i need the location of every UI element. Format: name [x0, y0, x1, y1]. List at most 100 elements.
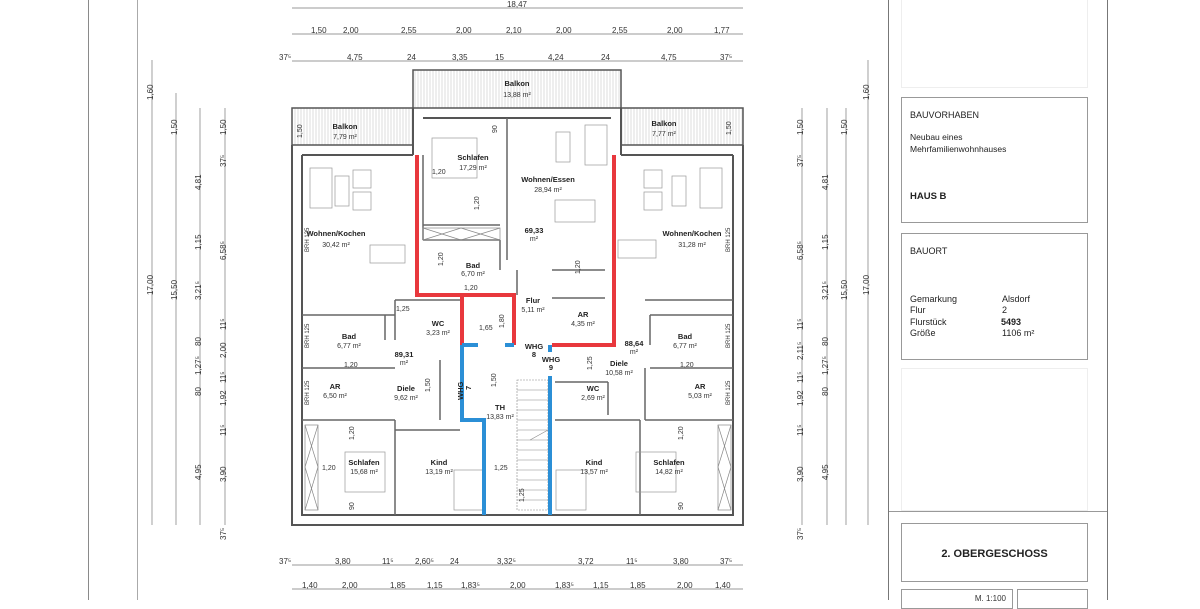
exterior-walls	[291, 108, 744, 526]
svg-text:37⁵: 37⁵	[219, 528, 228, 540]
room-wohnen-kochen-right: Wohnen/Kochen	[662, 229, 721, 238]
svg-text:BRH 125: BRH 125	[305, 227, 311, 252]
svg-text:24: 24	[601, 53, 610, 62]
svg-text:11⁵: 11⁵	[382, 557, 394, 566]
scale-label: M. 1:100	[974, 594, 1006, 603]
room-bad-whg9: Bad	[678, 332, 693, 341]
unit-boundary-blue	[460, 343, 552, 515]
title-block: BAUVORHABEN Neubau eines Mehrfamilienwoh…	[888, 0, 1108, 609]
svg-text:1,65: 1,65	[479, 325, 493, 332]
unit-label-whg8: WHG	[525, 342, 543, 351]
bauort-heading: BAUORT	[910, 246, 948, 256]
svg-text:1,50: 1,50	[311, 26, 327, 35]
svg-text:80: 80	[194, 337, 203, 346]
svg-text:1,20: 1,20	[322, 465, 336, 472]
svg-text:2,00: 2,00	[556, 26, 572, 35]
room-diele-whg9: Diele	[610, 359, 628, 368]
inner-dimensions: 1,50 1,50 90 1,20 1,20 1,20 1,20 1,20 1,…	[297, 121, 733, 510]
dim-top-total: 18,47	[507, 0, 528, 9]
svg-text:2,00: 2,00	[343, 26, 359, 35]
room-ar-whg8: AR	[578, 310, 589, 319]
svg-text:8: 8	[532, 350, 536, 359]
svg-text:1,20: 1,20	[432, 169, 446, 176]
svg-text:1,83⁵: 1,83⁵	[461, 581, 480, 590]
unit-area-whg9: 88,64	[625, 339, 645, 348]
unit-area-whg8: 69,33	[525, 226, 544, 235]
svg-text:11⁵: 11⁵	[219, 371, 228, 383]
room-balkon-right: Balkon	[651, 119, 676, 128]
svg-text:m²: m²	[630, 349, 639, 356]
frame-border-left-outer	[88, 0, 89, 600]
flurstueck-key: Flurstück	[910, 317, 947, 327]
svg-text:2,55: 2,55	[612, 26, 628, 35]
svg-text:4,95: 4,95	[194, 464, 203, 480]
house-label: HAUS B	[910, 191, 947, 202]
room-schlafen-whg7: Schlafen	[348, 458, 380, 467]
svg-text:90: 90	[678, 502, 685, 510]
svg-text:1,20: 1,20	[344, 362, 358, 369]
svg-text:6,50 m²: 6,50 m²	[323, 393, 347, 400]
svg-text:1,77: 1,77	[714, 26, 730, 35]
svg-text:1,20: 1,20	[680, 362, 694, 369]
floor-box: 2. OBERGESCHOSS	[901, 523, 1088, 582]
svg-text:17,00: 17,00	[146, 274, 155, 295]
dimension-chain-right	[801, 60, 869, 525]
svg-text:11⁵: 11⁵	[219, 318, 228, 330]
svg-text:17,29 m²: 17,29 m²	[459, 165, 487, 172]
svg-text:1,50: 1,50	[219, 119, 228, 135]
unit-label-whg7: WHG	[456, 382, 465, 400]
svg-text:4,81: 4,81	[194, 174, 203, 190]
svg-text:m²: m²	[530, 236, 539, 243]
groesse-key: Größe	[910, 328, 936, 338]
room-bad-whg8: Bad	[466, 261, 481, 270]
brh-annotations: BRH 125 BRH 125 BRH 125 BRH 125 BRH 125 …	[305, 227, 732, 405]
svg-text:1,85: 1,85	[630, 581, 646, 590]
svg-text:4,75: 4,75	[347, 53, 363, 62]
svg-text:30,42 m²: 30,42 m²	[322, 242, 350, 249]
svg-text:2,11⁵: 2,11⁵	[796, 342, 805, 360]
svg-text:9,62 m²: 9,62 m²	[394, 395, 418, 402]
floor-title: 2. OBERGESCHOSS	[941, 548, 1048, 560]
room-wohnen-essen: Wohnen/Essen	[521, 175, 575, 184]
svg-text:1,15: 1,15	[821, 234, 830, 250]
svg-text:1,50: 1,50	[170, 119, 179, 135]
svg-text:1,60: 1,60	[862, 84, 871, 100]
svg-text:9: 9	[549, 363, 553, 372]
svg-text:6,58⁵: 6,58⁵	[219, 241, 228, 260]
room-bad-whg7: Bad	[342, 332, 357, 341]
svg-text:1,80: 1,80	[499, 314, 506, 328]
svg-text:3,21⁵: 3,21⁵	[194, 281, 203, 300]
dimension-chain-left	[151, 60, 226, 525]
svg-text:2,00: 2,00	[219, 342, 228, 358]
svg-text:31,28 m²: 31,28 m²	[678, 242, 706, 249]
svg-text:11⁵: 11⁵	[796, 424, 805, 436]
svg-text:37⁵: 37⁵	[219, 155, 228, 167]
svg-text:24: 24	[407, 53, 416, 62]
svg-text:BRH 125: BRH 125	[726, 227, 732, 252]
svg-text:37⁵: 37⁵	[796, 528, 805, 540]
svg-text:1,92: 1,92	[219, 390, 228, 406]
svg-text:BRH 125: BRH 125	[305, 323, 311, 348]
svg-text:1,50: 1,50	[297, 124, 304, 138]
svg-text:1,92: 1,92	[796, 390, 805, 406]
svg-text:1,50: 1,50	[726, 121, 733, 135]
room-ar-whg9: AR	[695, 382, 706, 391]
svg-text:5,11 m²: 5,11 m²	[521, 307, 545, 314]
room-balkon-left: Balkon	[332, 122, 357, 131]
svg-text:7: 7	[464, 386, 473, 390]
svg-text:2,69 m²: 2,69 m²	[581, 395, 605, 402]
svg-text:3,35: 3,35	[452, 53, 468, 62]
gemarkung-key: Gemarkung	[910, 294, 958, 304]
room-kind-whg9: Kind	[586, 458, 603, 467]
svg-text:BRH 125: BRH 125	[726, 380, 732, 405]
svg-text:1,20: 1,20	[349, 426, 356, 440]
room-schlafen-whg9: Schlafen	[653, 458, 685, 467]
svg-text:1,20: 1,20	[678, 426, 685, 440]
svg-text:4,75: 4,75	[661, 53, 677, 62]
bauvorhaben-box: BAUVORHABEN Neubau eines Mehrfamilienwoh…	[901, 97, 1088, 223]
bauvorhaben-line2: Mehrfamilienwohnhauses	[910, 144, 1007, 154]
empty-notes-box	[901, 368, 1088, 511]
svg-text:1,15: 1,15	[593, 581, 609, 590]
svg-text:2,00: 2,00	[667, 26, 683, 35]
svg-text:1,50: 1,50	[491, 373, 498, 387]
